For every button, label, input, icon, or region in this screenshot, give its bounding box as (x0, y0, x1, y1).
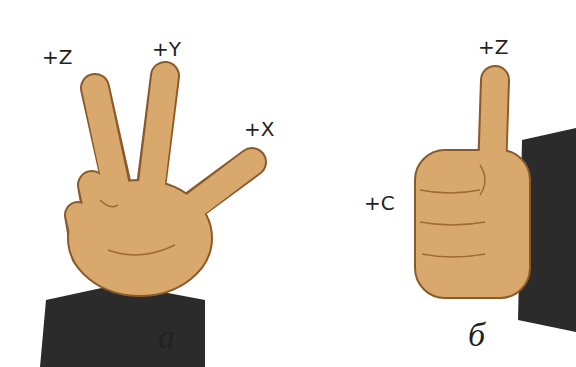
axis-label: +Z (42, 46, 72, 68)
panel-letter: а (158, 318, 175, 355)
thumb (492, 80, 495, 175)
sleeve (40, 284, 205, 367)
finger-creases (420, 165, 485, 257)
fingers (78, 76, 252, 258)
panel-letter: б (468, 316, 485, 353)
fist (415, 150, 530, 298)
hand-outline (78, 76, 252, 255)
creases (100, 200, 175, 255)
axis-label: +Z (478, 36, 508, 58)
axis-label: +C (364, 192, 395, 214)
axis-label: +X (244, 118, 274, 140)
axis-label: +Y (152, 38, 181, 60)
